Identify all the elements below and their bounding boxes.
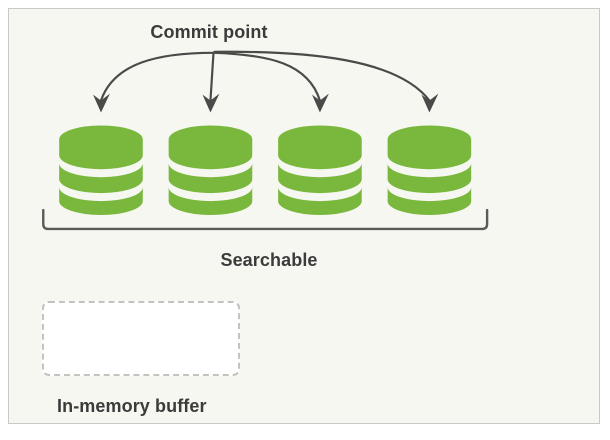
searchable-label: Searchable (220, 250, 318, 270)
arrowhead-1 (93, 93, 110, 113)
database-cylinder-icon (278, 125, 362, 170)
arrowhead-4 (421, 93, 439, 113)
database-cylinder-icon (387, 163, 472, 194)
segment-group (59, 125, 472, 216)
database-cylinder-icon (59, 187, 143, 216)
arrowhead-3 (311, 93, 329, 113)
database-cylinder-icon (168, 187, 253, 216)
database-cylinder-icon (278, 187, 362, 216)
database-cylinder-icon (387, 125, 472, 170)
segment-4 (387, 125, 472, 216)
commit-arrow-1 (99, 51, 215, 102)
database-cylinder-icon (168, 125, 253, 170)
database-cylinder-icon (168, 163, 253, 194)
segment-1 (59, 125, 143, 216)
segment-3 (278, 125, 362, 216)
in-memory-buffer-box (42, 301, 240, 376)
in-memory-buffer-label: In-memory buffer (57, 396, 207, 416)
database-cylinder-icon (278, 163, 362, 194)
commit-arrow-2 (209, 52, 215, 102)
arrowhead-2 (202, 93, 220, 113)
commit-arrow-3 (213, 51, 322, 102)
searchable-bracket (42, 208, 489, 231)
commit-arrow-4 (213, 50, 431, 102)
arrowhead-group (93, 93, 439, 113)
figure-frame: Commit point Searchable In-memory buffer (8, 8, 600, 424)
commit-point-title: Commit point (150, 22, 268, 42)
segment-2 (168, 125, 253, 216)
diagram-canvas (42, 50, 489, 231)
database-cylinder-icon (59, 125, 143, 170)
database-cylinder-icon (59, 163, 143, 194)
database-cylinder-icon (387, 187, 472, 216)
commit-arrow-group (99, 50, 431, 102)
